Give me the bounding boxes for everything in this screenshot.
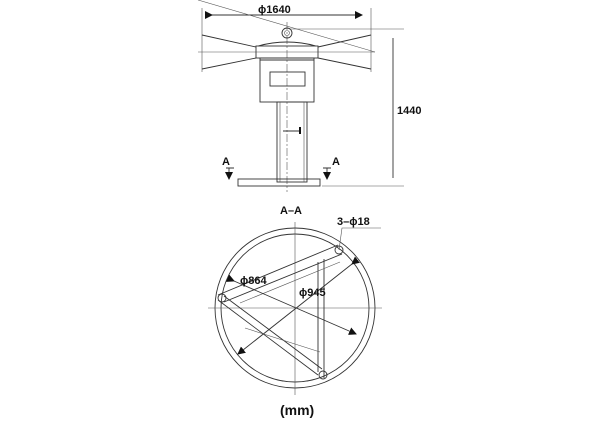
outer-dimension-line: [237, 256, 360, 355]
section-title: A–A: [280, 205, 302, 217]
section-mark-right: A: [332, 156, 340, 168]
triangle-frame: [217, 244, 343, 378]
bolt-hole-label: 3–ϕ18: [337, 216, 370, 228]
support-pillar: [276, 101, 308, 183]
bolt-hole: [334, 245, 344, 255]
section-view: A–A 3–ϕ18 ϕ864 ϕ945: [208, 205, 382, 395]
inner-dimension-label: ϕ864: [240, 275, 267, 287]
horn-speakers: [201, 34, 372, 70]
base-plate: [237, 178, 321, 187]
height-dimension-label: 1440: [397, 105, 421, 117]
section-mark-left: A: [222, 156, 230, 168]
elevation-view: ϕ1640 1440 A A: [197, 0, 421, 192]
bolt-hole: [318, 370, 328, 380]
width-dimension-label: ϕ1640: [258, 4, 291, 16]
outer-dimension-label: ϕ945: [299, 287, 326, 299]
units-label: (mm): [280, 402, 314, 418]
top-lifting-eye: [281, 27, 293, 39]
housing-window: [269, 71, 306, 87]
